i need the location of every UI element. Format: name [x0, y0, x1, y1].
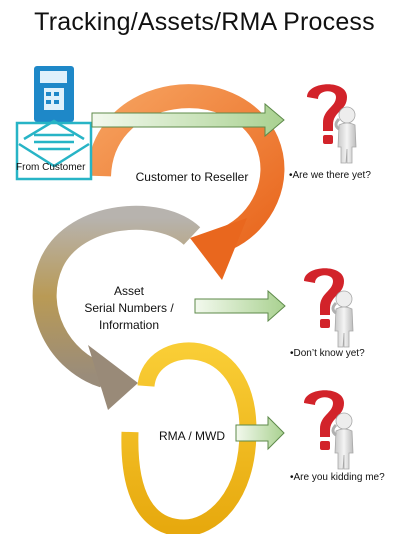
stage-line: Serial Numbers /: [84, 301, 174, 315]
note-are-you-kidding-me: •Are you kidding me?: [290, 472, 385, 483]
question-mark-figure-icon: [305, 82, 358, 165]
stage-label-rma: RMA / MWD: [142, 428, 242, 445]
yellow-cycle-loop: [121, 342, 257, 534]
note-dont-know-yet: •Don’t know yet?: [290, 348, 365, 359]
mobile-phone-icon: [34, 66, 74, 122]
stage-label-asset: Asset Serial Numbers / Information: [64, 283, 194, 334]
stage-label-customer: Customer to Reseller: [122, 169, 262, 186]
stage-line: RMA / MWD: [159, 429, 225, 443]
note-are-we-there-yet: •Are we there yet?: [289, 170, 371, 181]
arrow-customer-to-note: [91, 102, 285, 138]
question-mark-figure-icon: [302, 266, 355, 349]
source-label: From Customer: [16, 162, 86, 173]
stage-line: Customer to Reseller: [135, 170, 249, 184]
stage-line: Information: [98, 318, 160, 332]
question-mark-figure-icon: [302, 388, 355, 471]
arrow-asset-to-note: [194, 289, 286, 323]
arrow-rma-to-note: [235, 415, 285, 451]
diagram-title: Tracking/Assets/RMA Process: [34, 8, 375, 36]
envelope-icon: [15, 119, 93, 181]
stage-line: Asset: [113, 284, 144, 298]
tan-cycle-arrow: [32, 205, 201, 410]
